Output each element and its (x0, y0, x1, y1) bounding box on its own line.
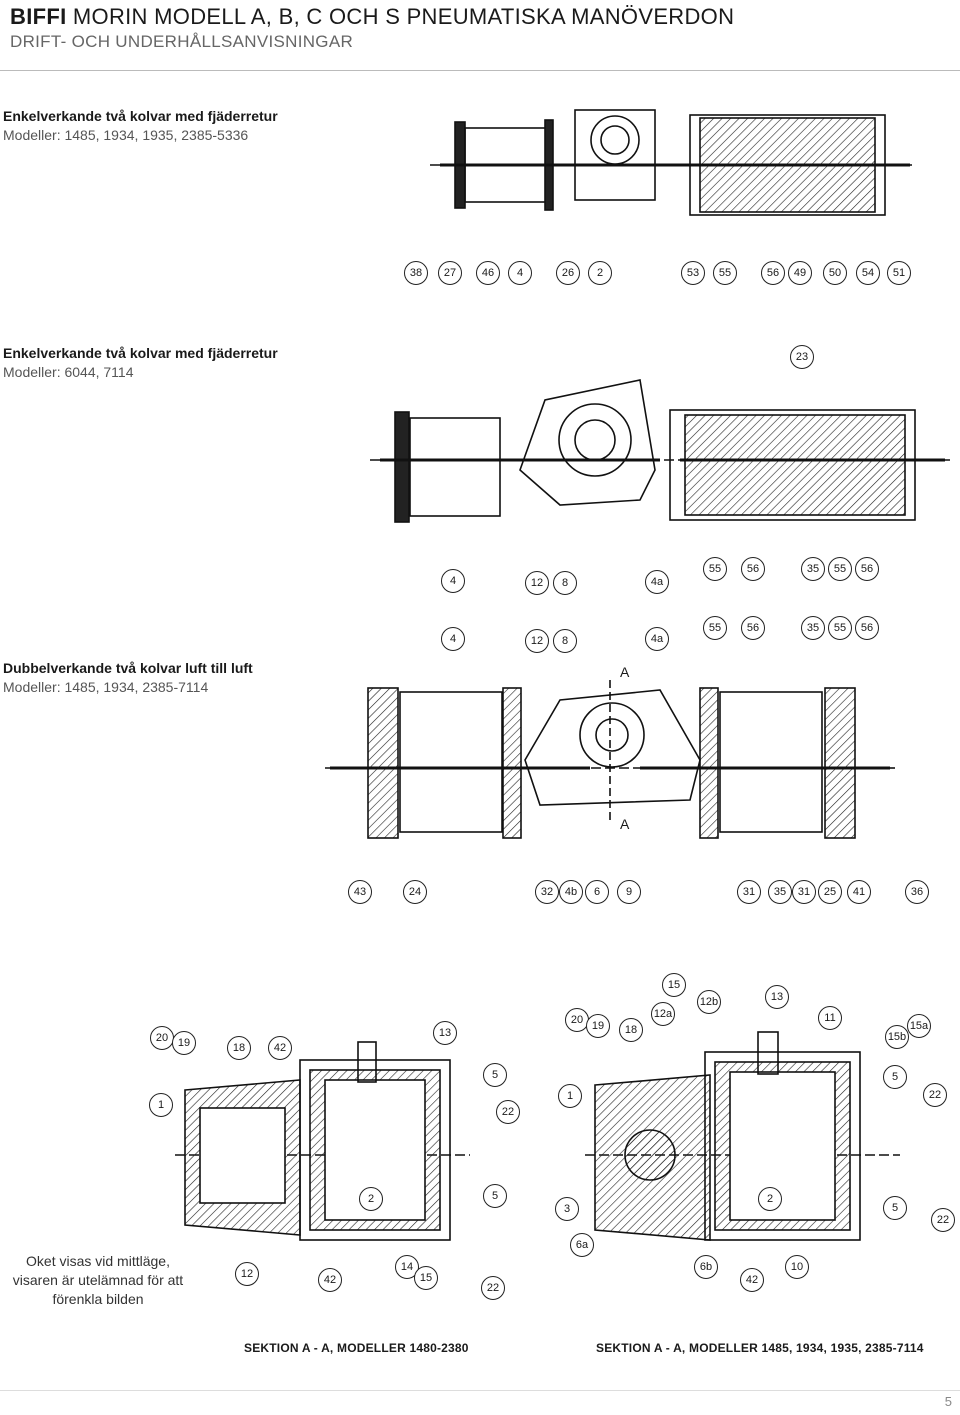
section-1-heading: Enkelverkande två kolvar med fjäderretur… (3, 108, 278, 143)
callout: 4 (508, 261, 532, 285)
callout: 32 (535, 880, 559, 904)
figure-2-drawing (370, 379, 950, 523)
callout: 15a (907, 1014, 931, 1038)
figure-1-drawing (430, 109, 912, 216)
callout: 22 (923, 1083, 947, 1107)
callout: 27 (438, 261, 462, 285)
callout: 56 (741, 557, 765, 581)
callout: 18 (619, 1018, 643, 1042)
caption-right: SEKTION A - A, MODELLER 1485, 1934, 1935… (596, 1341, 924, 1355)
callout: 13 (433, 1021, 457, 1045)
section-2-heading: Enkelverkande två kolvar med fjäderretur… (3, 345, 278, 380)
callout: 42 (740, 1268, 764, 1292)
callout: 2 (758, 1187, 782, 1211)
callout: 12a (651, 1002, 675, 1026)
callout: 42 (318, 1268, 342, 1292)
callout: 11 (818, 1006, 842, 1030)
callout: 5 (883, 1196, 907, 1220)
callout: 24 (403, 880, 427, 904)
callout: 50 (823, 261, 847, 285)
page-title: BIFFI MORIN MODELL A, B, C OCH S PNEUMAT… (10, 4, 735, 29)
footer-divider (0, 1390, 960, 1391)
page-header: BIFFI MORIN MODELL A, B, C OCH S PNEUMAT… (10, 4, 734, 52)
caption-left: SEKTION A - A, MODELLER 1480-2380 (244, 1341, 469, 1355)
callout: 13 (765, 985, 789, 1009)
callout: 22 (931, 1208, 955, 1232)
callout: 31 (792, 880, 816, 904)
callout: 35 (801, 616, 825, 640)
callout: 6 (585, 880, 609, 904)
callout: 56 (855, 557, 879, 581)
drawing-note: Oket visas vid mittläge, visaren är utel… (12, 1253, 184, 1307)
callout: 9 (617, 880, 641, 904)
callout: 5 (883, 1065, 907, 1089)
section-marker-bottom: A (620, 816, 630, 832)
callout: 26 (556, 261, 580, 285)
callout: 22 (481, 1276, 505, 1300)
callout: 10 (785, 1255, 809, 1279)
callout: 12 (525, 629, 549, 653)
callout: 55 (703, 557, 727, 581)
header-divider (0, 70, 960, 71)
callout: 36 (905, 880, 929, 904)
callout: 4a (645, 627, 669, 651)
callout: 5 (483, 1184, 507, 1208)
callout: 49 (788, 261, 812, 285)
callout: 6a (570, 1233, 594, 1257)
callout: 38 (404, 261, 428, 285)
section-marker-top: A (620, 664, 630, 680)
callout: 4 (441, 627, 465, 651)
callout: 22 (496, 1100, 520, 1124)
callout: 15 (662, 973, 686, 997)
callout: 3 (555, 1197, 579, 1221)
callout: 51 (887, 261, 911, 285)
callout: 15b (885, 1025, 909, 1049)
callout: 1 (149, 1093, 173, 1117)
callout: 56 (761, 261, 785, 285)
page-subtitle: DRIFT- OCH UNDERHÅLLSANVISNINGAR (10, 32, 354, 51)
callout: 4 (441, 569, 465, 593)
callout: 20 (150, 1026, 174, 1050)
callout: 2 (359, 1187, 383, 1211)
callout: 55 (828, 557, 852, 581)
callout: 6b (694, 1255, 718, 1279)
callout: 5 (483, 1063, 507, 1087)
callout: 42 (268, 1036, 292, 1060)
callout: 4b (559, 880, 583, 904)
callout: 19 (172, 1031, 196, 1055)
callout: 19 (586, 1014, 610, 1038)
callout: 12 (235, 1262, 259, 1286)
callout: 55 (828, 616, 852, 640)
callout: 18 (227, 1036, 251, 1060)
callout: 8 (553, 629, 577, 653)
callout: 56 (741, 616, 765, 640)
callout: 41 (847, 880, 871, 904)
callout: 54 (856, 261, 880, 285)
callout: 4a (645, 570, 669, 594)
page-number: 5 (944, 1394, 952, 1409)
callout: 15 (414, 1266, 438, 1290)
callout: 12 (525, 571, 549, 595)
callout: 12b (697, 990, 721, 1014)
callout: 2 (588, 261, 612, 285)
figure-3-drawing (325, 680, 895, 839)
callout: 8 (553, 571, 577, 595)
callout: 53 (681, 261, 705, 285)
callout: 31 (737, 880, 761, 904)
figure-4-drawing (175, 1041, 470, 1241)
callout: 35 (768, 880, 792, 904)
callout: 20 (565, 1008, 589, 1032)
callout: 43 (348, 880, 372, 904)
callout: 23 (790, 345, 814, 369)
callout: 56 (855, 616, 879, 640)
figure-5-drawing (585, 1031, 900, 1241)
callout: 46 (476, 261, 500, 285)
callout: 55 (713, 261, 737, 285)
callout: 35 (801, 557, 825, 581)
callout: 55 (703, 616, 727, 640)
callout: 25 (818, 880, 842, 904)
callout: 1 (558, 1084, 582, 1108)
section-3-heading: Dubbelverkande två kolvar luft till luft… (3, 660, 253, 695)
